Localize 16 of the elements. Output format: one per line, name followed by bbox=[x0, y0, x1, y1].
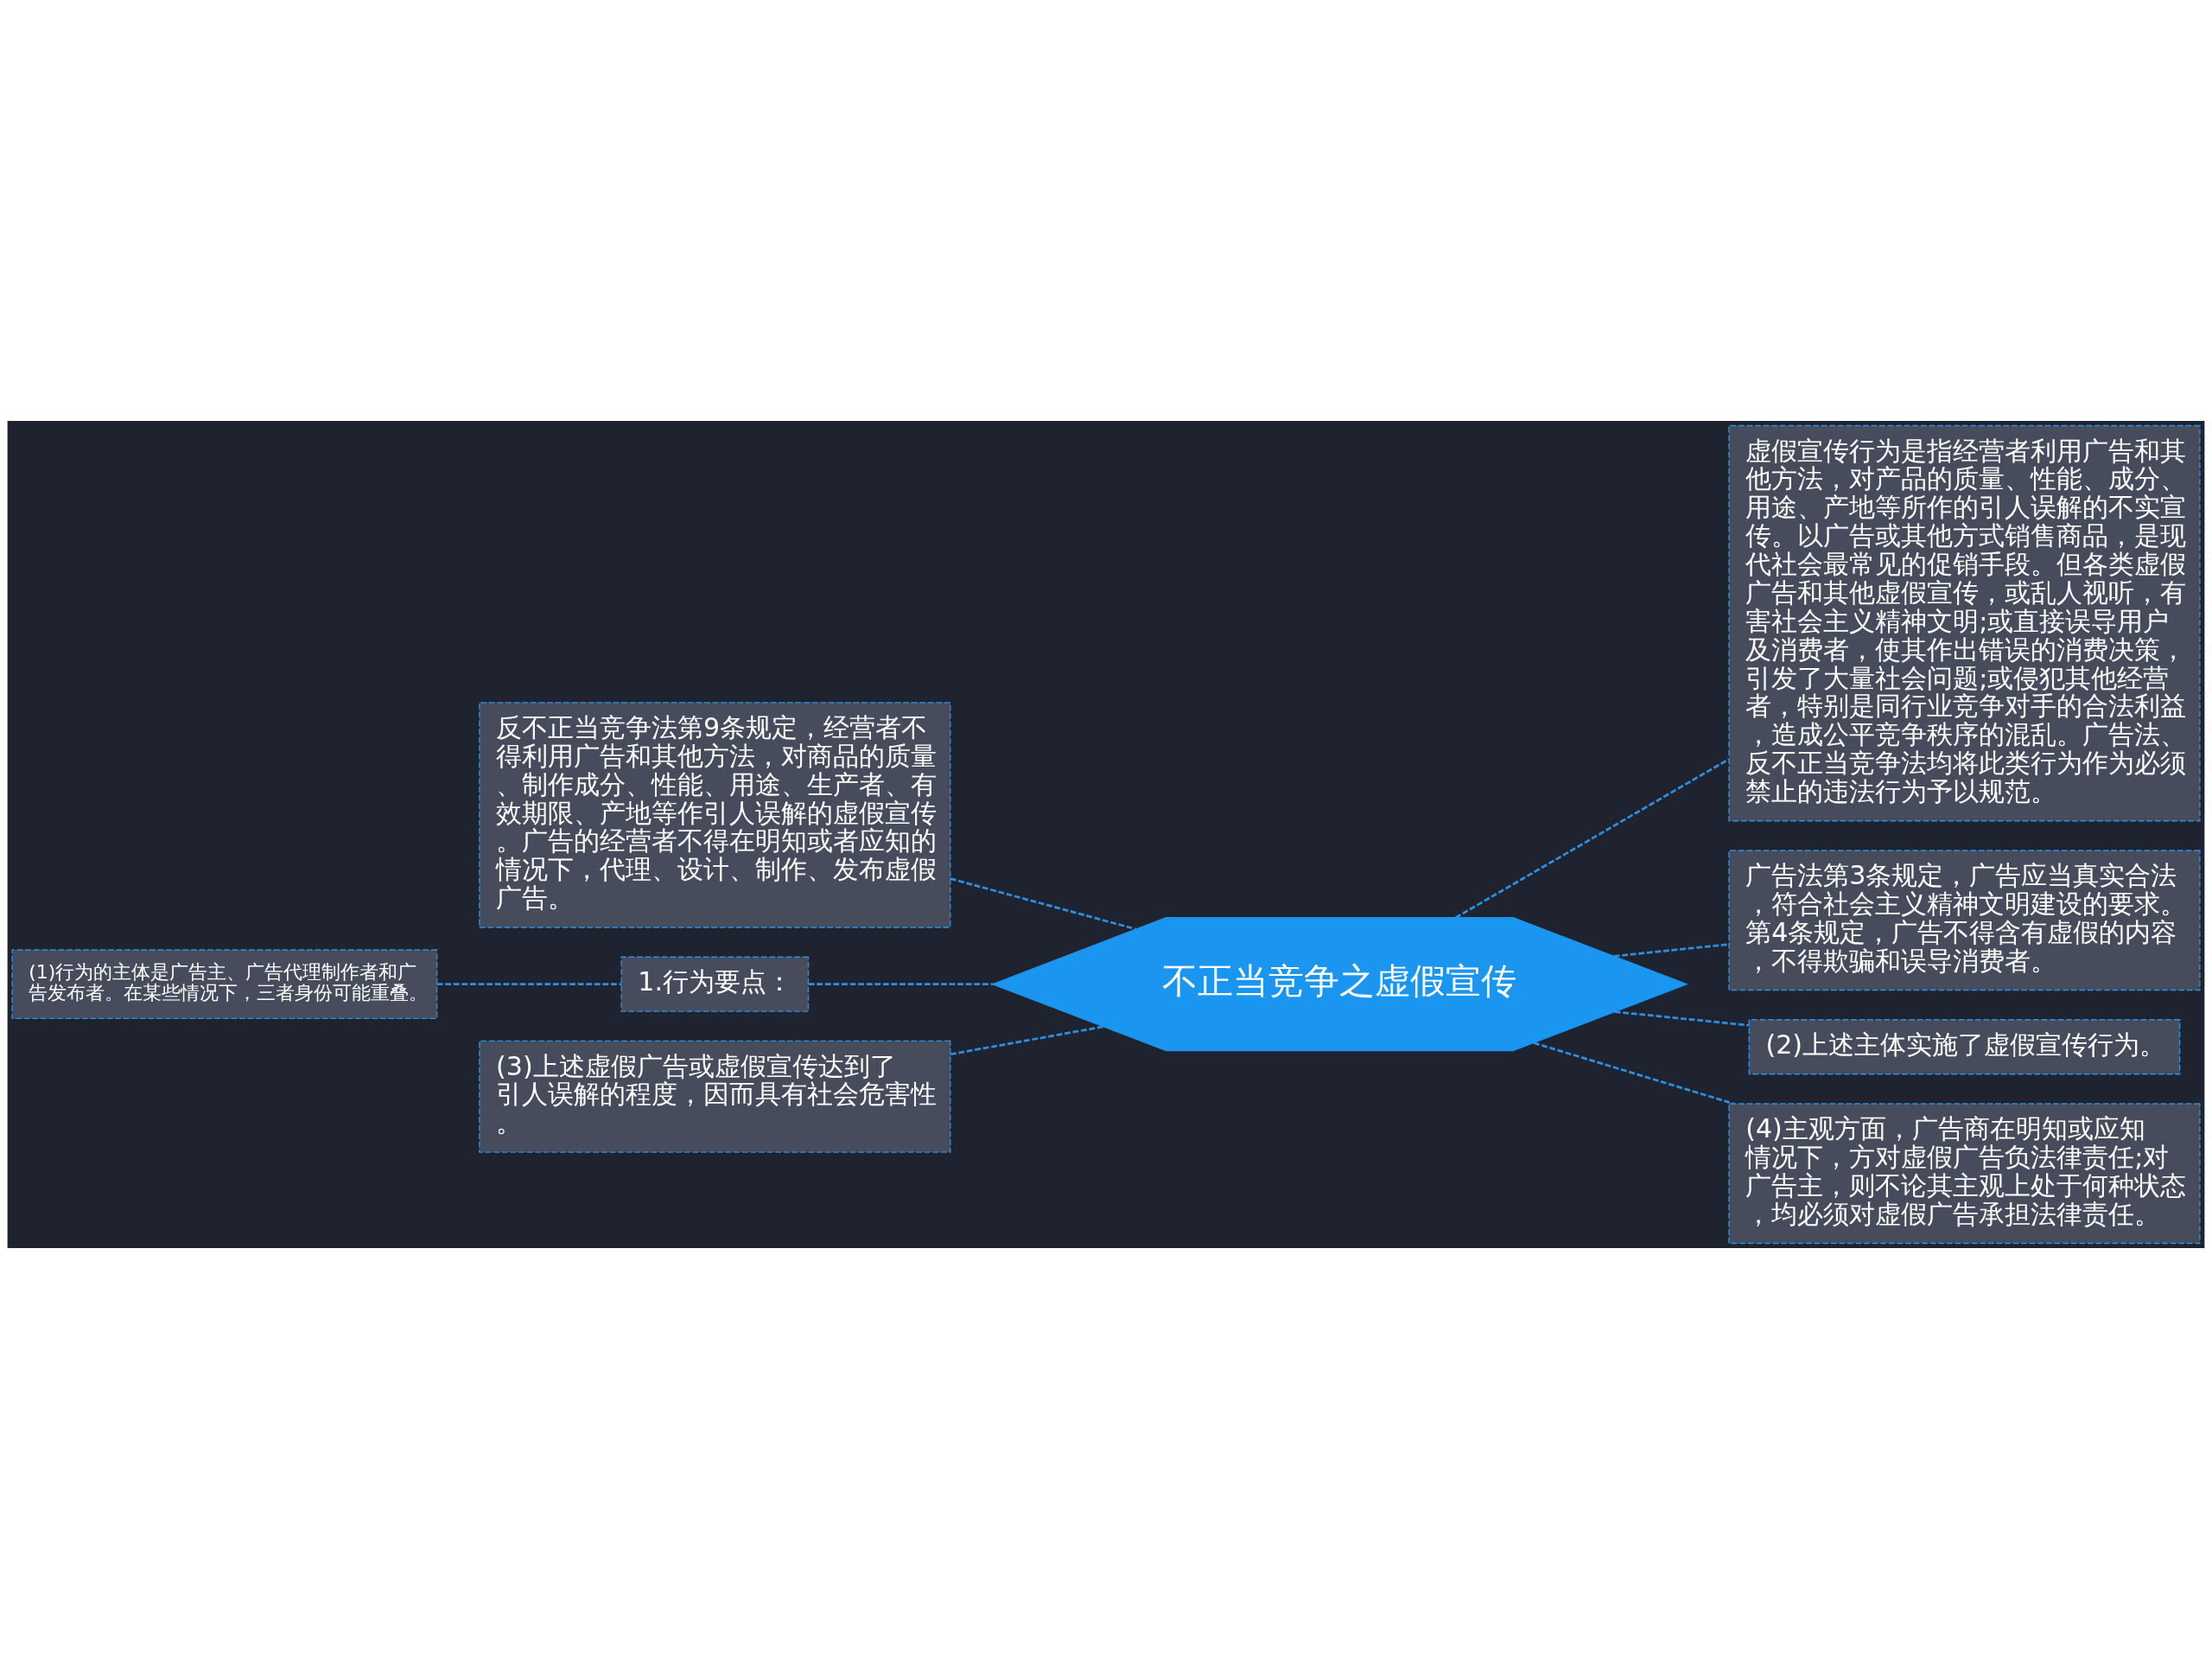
node-box: (3)上述虚假广告或虚假宣传达到了引人误解的程度，因而具有社会危害性。 bbox=[479, 1040, 951, 1153]
connector bbox=[950, 877, 1136, 931]
connector bbox=[808, 983, 993, 986]
node-box: (1)行为的主体是广告主、广告代理制作者和广告发布者。在某些情况下，三者身份可能重叠。 bbox=[11, 949, 438, 1020]
node-box: 广告法第3条规定，广告应当真实合法，符合社会主义精神文明建设的要求。第4条规定，广告不得含有虚假的内容，不得欺骗和误导消费者。 bbox=[1728, 850, 2201, 991]
connector bbox=[1455, 758, 1730, 919]
connector bbox=[1533, 1042, 1734, 1105]
node-box: 虚假宣传行为是指经营者利用广告和其他方法，对产品的质量、性能、成分、用途、产地等所作的引人误解的不实宣传。以广告或其他方式销售商品，是现代社会最常见的促销手段。但各类虚假广告和其他虚假宣传，或乱人视听，有害社会主义精神文明;或直接误导用户及消费者，使其作出错误的消费决策，引发了大量社会问题;或侵犯其他经营者，特别是同行业竞争对手的合法利益，造成公平竞争秩序的混乱。广告法、反不正当竞争法均将此类行为作为必须禁止的违法行为予以规范。 bbox=[1728, 424, 2201, 822]
connector bbox=[1614, 1010, 1750, 1027]
connector bbox=[436, 983, 622, 986]
node-box: 反不正当竞争法第9条规定，经营者不得利用广告和其他方法，对商品的质量、制作成分、性能、用途、生产者、有效期限、产地等作引人误解的虚假宣传。广告的经营者不得在明知或者应知的情况下，代理、设计、制作、发布虚假广告。 bbox=[479, 702, 951, 928]
connector bbox=[950, 1025, 1104, 1056]
node-box: 1.行为要点： bbox=[620, 956, 810, 1012]
node-box: (2)上述主体实施了虚假宣传行为。 bbox=[1748, 1019, 2181, 1075]
connector bbox=[1613, 943, 1730, 958]
node-box: (4)主观方面，广告商在明知或应知情况下，方对虚假广告负法律责任;对广告主，则不论其主观上处于何种状态，均必须对虚假广告承担法律责任。 bbox=[1728, 1103, 2201, 1245]
